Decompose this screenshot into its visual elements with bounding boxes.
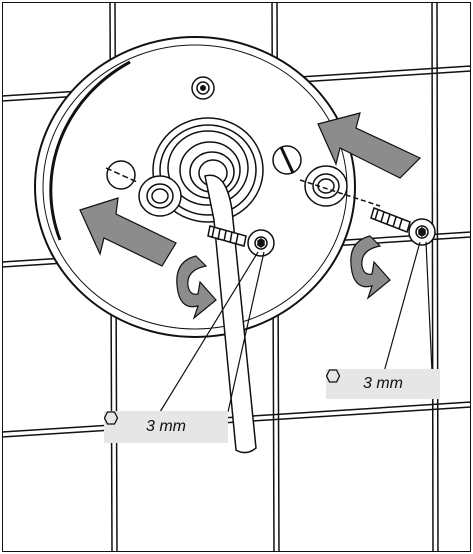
left-screw (207, 225, 275, 257)
push-arrow-right (317, 112, 422, 179)
hex-wrench-icon (326, 369, 340, 383)
push-arrow-left (79, 197, 177, 267)
rotate-clockwise-arrow-right (350, 235, 391, 300)
left-bushing (138, 175, 182, 217)
callout-left-hex-3mm: 3 mm (104, 411, 228, 443)
valve-handle (204, 174, 257, 454)
callout-label: 3 mm (363, 375, 403, 392)
hex-wrench-icon (104, 411, 118, 425)
top-screw (191, 76, 215, 100)
mounting-holes (105, 145, 302, 190)
leader-lines (159, 241, 433, 413)
callout-label: 3 mm (146, 418, 186, 435)
rotate-clockwise-arrow-left (176, 255, 217, 320)
right-screw (370, 207, 436, 246)
right-bushing (299, 165, 381, 207)
callout-right-hex-3mm: 3 mm (326, 369, 440, 399)
